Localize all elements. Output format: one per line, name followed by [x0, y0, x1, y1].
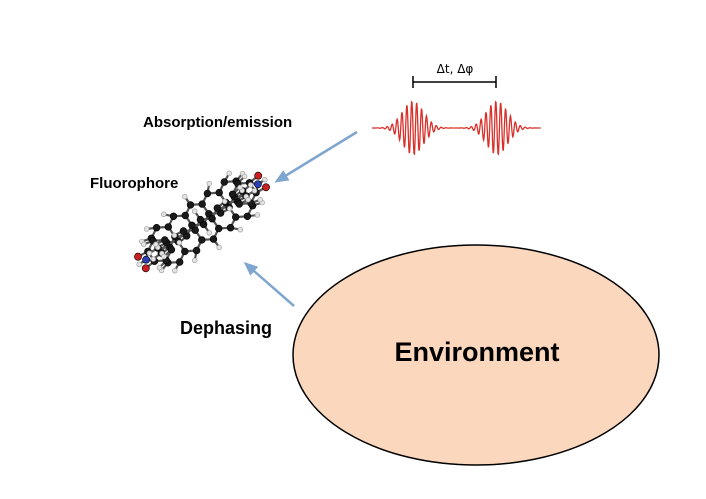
carbon-atom — [213, 204, 222, 212]
carbon-atom — [181, 211, 190, 220]
carbon-atom — [161, 236, 169, 244]
hydrogen-atom — [153, 241, 159, 248]
oxygen-atom — [262, 183, 270, 192]
carbon-atom — [203, 189, 212, 198]
hydrogen-atom — [172, 268, 178, 274]
hydrogen-atom — [156, 265, 163, 271]
carbon-atom — [226, 224, 235, 232]
hydrogen-atom — [146, 250, 153, 256]
hydrogen-atom — [136, 261, 142, 267]
pulse-delay-bracket — [412, 76, 497, 88]
carbon-atom — [208, 215, 216, 223]
hydrogen-atom — [226, 170, 232, 177]
hydrogen-atom — [254, 212, 261, 218]
carbon-atom — [198, 200, 206, 208]
carbon-atom — [235, 200, 243, 208]
carbon-atom — [169, 212, 178, 221]
carbon-atom — [220, 178, 229, 186]
hydrogen-atom — [248, 182, 254, 188]
hydrogen-atom — [150, 256, 157, 262]
environment-label: Environment — [394, 337, 559, 367]
fluorophore-molecule-icon — [134, 170, 270, 274]
carbon-atom — [209, 235, 218, 243]
nitrogen-atom — [253, 180, 262, 189]
environment-ellipse — [292, 244, 660, 466]
hydrogen-atom — [206, 180, 213, 187]
pulse-delay-label: Δt, Δφ — [437, 62, 474, 76]
hydrogen-atom — [141, 241, 147, 248]
hydrogen-atom — [262, 177, 268, 183]
hydrogen-atom — [245, 197, 251, 203]
carbon-atom — [181, 247, 189, 256]
hydrogen-atom — [237, 184, 243, 191]
carbon-atom — [198, 236, 206, 244]
dephasing-label: Dephasing — [180, 318, 272, 338]
carbon-atom — [152, 224, 161, 232]
hydrogen-atom — [226, 206, 233, 212]
hydrogen-atom — [251, 188, 258, 194]
fluorophore-label: Fluorophore — [90, 175, 178, 192]
hydrogen-atom — [237, 227, 244, 233]
dephasing-arrow — [243, 262, 295, 307]
hydrogen-atom — [161, 253, 167, 260]
hydrogen-atom — [216, 244, 222, 251]
hydrogen-atom — [192, 257, 198, 264]
carbon-atom — [191, 226, 199, 234]
hydrogen-atom — [192, 208, 198, 214]
hydrogen-atom — [161, 211, 167, 218]
carbon-atom — [215, 224, 223, 233]
carbon-atom — [228, 190, 237, 199]
carbon-atom — [186, 201, 195, 209]
carbon-atom — [196, 215, 205, 224]
hydrogen-atom — [171, 232, 178, 239]
oxygen-atom — [134, 252, 142, 261]
absorption-emission-label: Absorption/emission — [143, 114, 292, 131]
molecule-atoms — [134, 170, 270, 274]
nitrogen-atom — [142, 255, 150, 264]
hydrogen-atom — [222, 198, 228, 205]
hydrogen-atom — [257, 196, 263, 203]
oxygen-atom — [141, 264, 150, 273]
hydrogen-atom — [206, 230, 213, 236]
carbon-atom — [167, 246, 176, 254]
hydrogen-atom — [143, 226, 150, 232]
absorption-arrow — [274, 130, 358, 183]
oxygen-atom — [254, 171, 263, 180]
carbon-atom — [232, 213, 240, 221]
double-wave-packet-icon — [371, 100, 541, 156]
carbon-atom — [164, 223, 173, 231]
carbon-atom — [176, 258, 184, 266]
carbon-atom — [179, 227, 188, 235]
hydrogen-atom — [176, 239, 183, 246]
carbon-atom — [192, 246, 201, 255]
carbon-atom — [215, 188, 223, 197]
carbon-atom — [243, 212, 252, 221]
hydrogen-atom — [241, 173, 248, 180]
hydrogen-atom — [182, 193, 188, 200]
